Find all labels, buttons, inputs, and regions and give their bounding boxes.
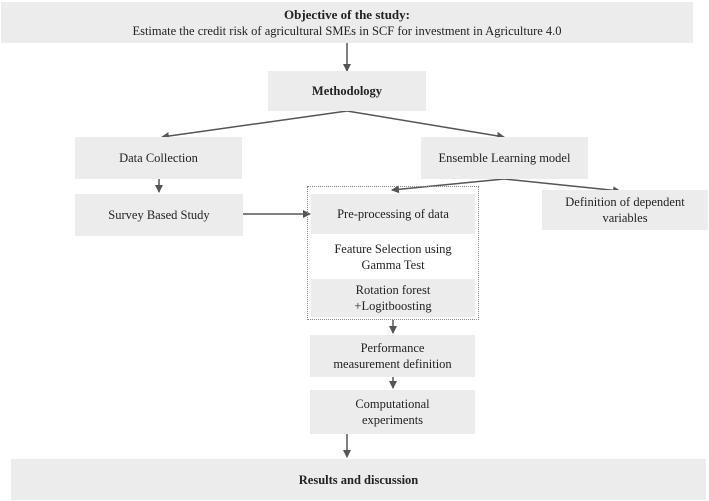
- rotation-forest-line-1: Rotation forest: [355, 283, 431, 297]
- definition-line-1: Definition of dependent: [565, 195, 685, 209]
- performance-line-2: measurement definition: [333, 357, 452, 371]
- preprocessing-label: Pre-processing of data: [337, 207, 449, 221]
- objective-title: Objective of the study:: [283, 6, 410, 22]
- data-collection-box: Data Collection: [75, 137, 242, 179]
- ensemble-label: Ensemble Learning model: [438, 151, 571, 165]
- performance-line-1: Performance: [360, 341, 425, 355]
- feature-selection-line-2: Gamma Test: [361, 258, 425, 272]
- ensemble-box: Ensemble Learning model: [421, 137, 588, 179]
- definition-box: Definition of dependent variables: [542, 190, 708, 230]
- computational-box: Computational experiments: [310, 390, 475, 434]
- feature-selection-box: Feature Selection using Gamma Test: [311, 236, 475, 278]
- methodology-box: Methodology: [268, 71, 426, 111]
- feature-selection-line-1: Feature Selection using: [334, 242, 452, 256]
- results-box: Results and discussion: [11, 459, 706, 500]
- computational-line-2: experiments: [361, 413, 424, 427]
- computational-line-1: Computational: [355, 397, 430, 411]
- definition-line-2: variables: [602, 211, 648, 225]
- arrow-ensemble-to-definition: [503, 178, 621, 195]
- performance-box: Performance measurement definition: [310, 335, 475, 377]
- arrow-methodology-to-ensemble: [346, 110, 505, 140]
- methodology-label: Methodology: [311, 84, 383, 98]
- objective-text: Estimate the credit risk of agricultural…: [132, 23, 562, 38]
- preprocessing-group: [307, 186, 479, 320]
- survey-label: Survey Based Study: [108, 208, 210, 222]
- rotation-forest-box: Rotation forest +Logitboosting: [311, 279, 475, 317]
- preprocessing-box: Pre-processing of data: [311, 194, 475, 234]
- arrow-ensemble-to-preprocessing: [391, 178, 505, 194]
- arrow-methodology-to-data-collection: [161, 110, 348, 140]
- rotation-forest-line-2: +Logitboosting: [354, 299, 432, 313]
- objective-box: Objective of the study: Estimate the cre…: [1, 2, 693, 43]
- data-collection-label: Data Collection: [119, 151, 198, 165]
- survey-box: Survey Based Study: [75, 194, 243, 236]
- results-label: Results and discussion: [298, 472, 419, 487]
